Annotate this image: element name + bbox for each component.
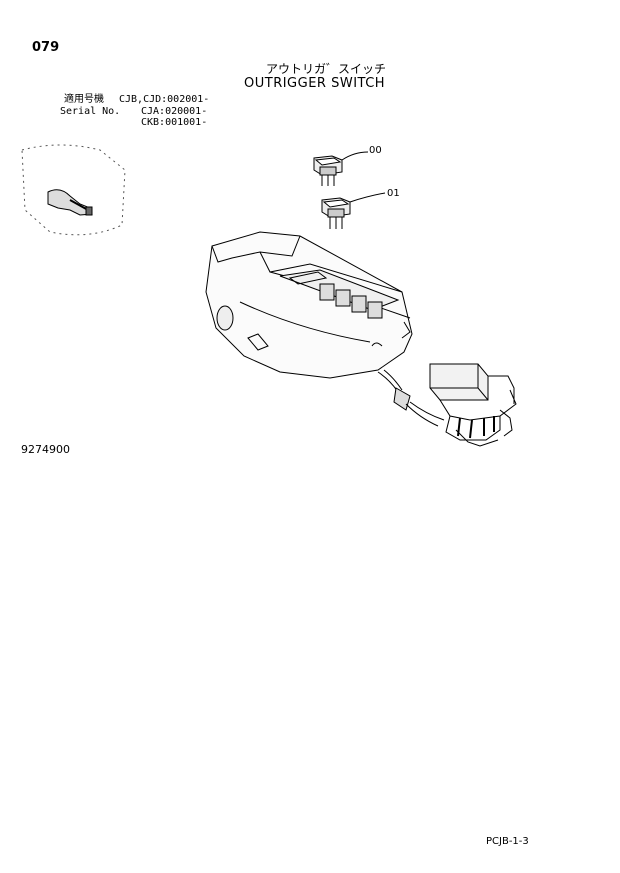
wire-harness-icon <box>377 363 517 447</box>
serial-label-japanese: 適用号機 <box>64 94 104 105</box>
callout-00: 00 <box>369 145 382 156</box>
title-japanese: アウトリガ゛スイッチ <box>266 62 387 76</box>
title-english: OUTRIGGER SWITCH <box>244 76 386 91</box>
serial-range-1: CJB,CJD:002001- <box>119 94 210 105</box>
rocker-switch-icon <box>313 155 343 186</box>
control-console-icon <box>205 231 413 379</box>
drawing-number: 9274900 <box>21 443 70 456</box>
serial-range-3: CKB:001001- <box>141 117 208 128</box>
serial-range-2: CJA:020001- <box>141 106 208 117</box>
callout-01: 01 <box>387 188 400 199</box>
rocker-switch-icon <box>321 197 351 229</box>
page-code: PCJB-1-3 <box>486 836 529 847</box>
location-key-icon <box>21 144 126 236</box>
serial-label-english: Serial No. <box>60 106 121 117</box>
page-number: 079 <box>32 40 60 55</box>
